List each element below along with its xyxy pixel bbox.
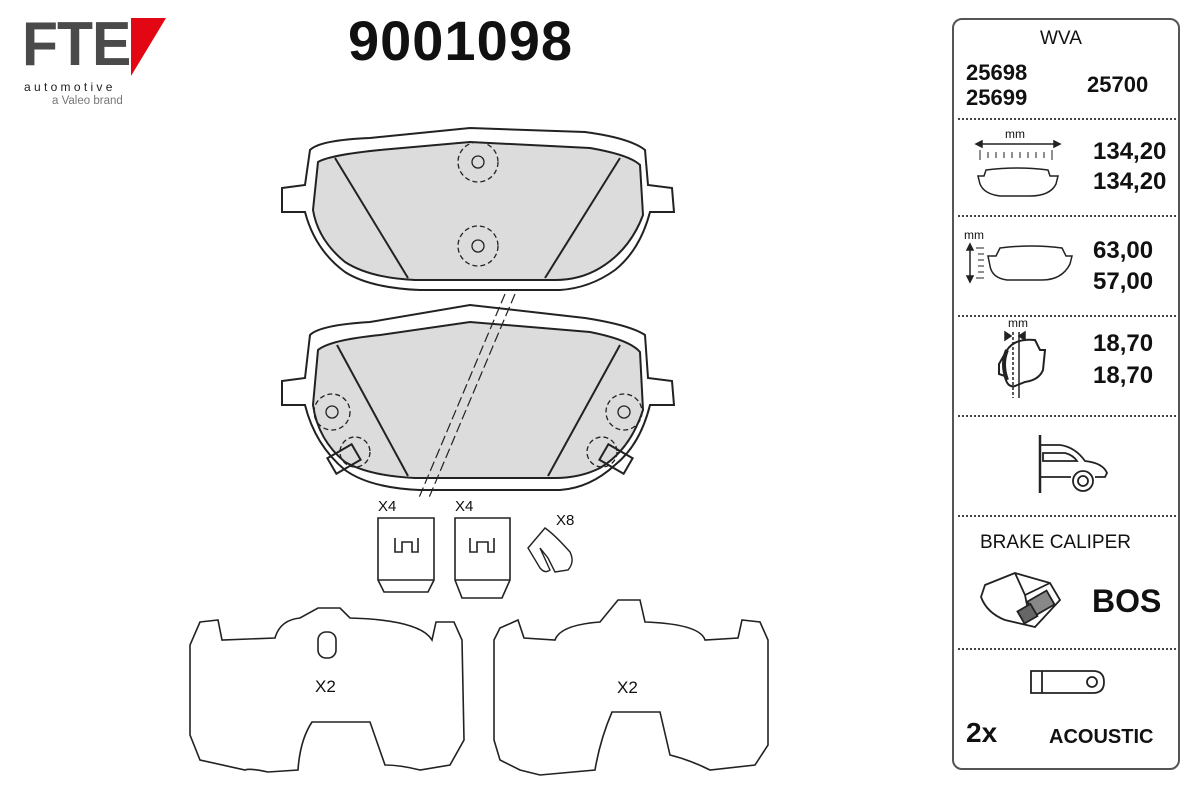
brake-pad-drawing	[189, 126, 769, 776]
divider	[958, 415, 1176, 417]
wva-number: 25700	[1087, 72, 1149, 97]
spec-panel	[952, 18, 1180, 770]
shim-left-quantity: X2	[315, 677, 336, 696]
clip-a-quantity: X4	[378, 498, 397, 515]
brake-pad-top	[281, 126, 676, 291]
height-value: 57,00	[1093, 268, 1154, 295]
pad-height-icon	[965, 242, 1073, 284]
brand-tagline: automotive	[24, 80, 116, 94]
height-value: 63,00	[1093, 237, 1154, 264]
caliper-brand: BOS	[1092, 583, 1162, 619]
wva-number: 25698	[966, 60, 1028, 85]
brake-caliper-icon	[980, 572, 1062, 628]
spring-quantity: X8	[556, 512, 575, 529]
divider	[958, 648, 1176, 650]
spring-clip	[527, 527, 573, 573]
brand-logo: FTE	[22, 10, 131, 79]
wear-indicator-type: ACOUSTIC	[1049, 726, 1154, 748]
unit-label: mm	[964, 228, 984, 242]
shim-left	[189, 607, 465, 773]
front-axle-car-icon	[1038, 435, 1108, 493]
width-value: 134,20	[1093, 168, 1167, 195]
clip-a	[377, 517, 435, 593]
brand-subtitle: a Valeo brand	[52, 95, 123, 107]
brake-pad-bottom	[281, 303, 676, 491]
wear-indicator-icon	[1030, 670, 1105, 694]
clip-b	[454, 517, 511, 599]
shim-right	[493, 599, 769, 776]
unit-label: mm	[1005, 127, 1025, 141]
width-value: 134,20	[1093, 138, 1167, 165]
shim-right-quantity: X2	[617, 678, 638, 697]
thickness-value: 18,70	[1093, 330, 1154, 357]
divider	[958, 315, 1176, 317]
wva-label: WVA	[1040, 28, 1082, 49]
unit-label: mm	[1008, 316, 1028, 330]
clip-b-quantity: X4	[455, 498, 474, 515]
pad-width-icon	[974, 139, 1062, 197]
pad-thickness-icon	[998, 330, 1047, 398]
caliper-label: BRAKE CALIPER	[980, 532, 1131, 553]
logo-red-triangle-icon	[131, 18, 166, 76]
wear-indicator-quantity: 2x	[966, 717, 998, 748]
part-number: 9001098	[348, 9, 574, 72]
wva-number: 25699	[966, 85, 1028, 110]
divider	[958, 515, 1176, 517]
divider	[958, 215, 1176, 217]
divider	[958, 118, 1176, 120]
thickness-value: 18,70	[1093, 362, 1154, 389]
